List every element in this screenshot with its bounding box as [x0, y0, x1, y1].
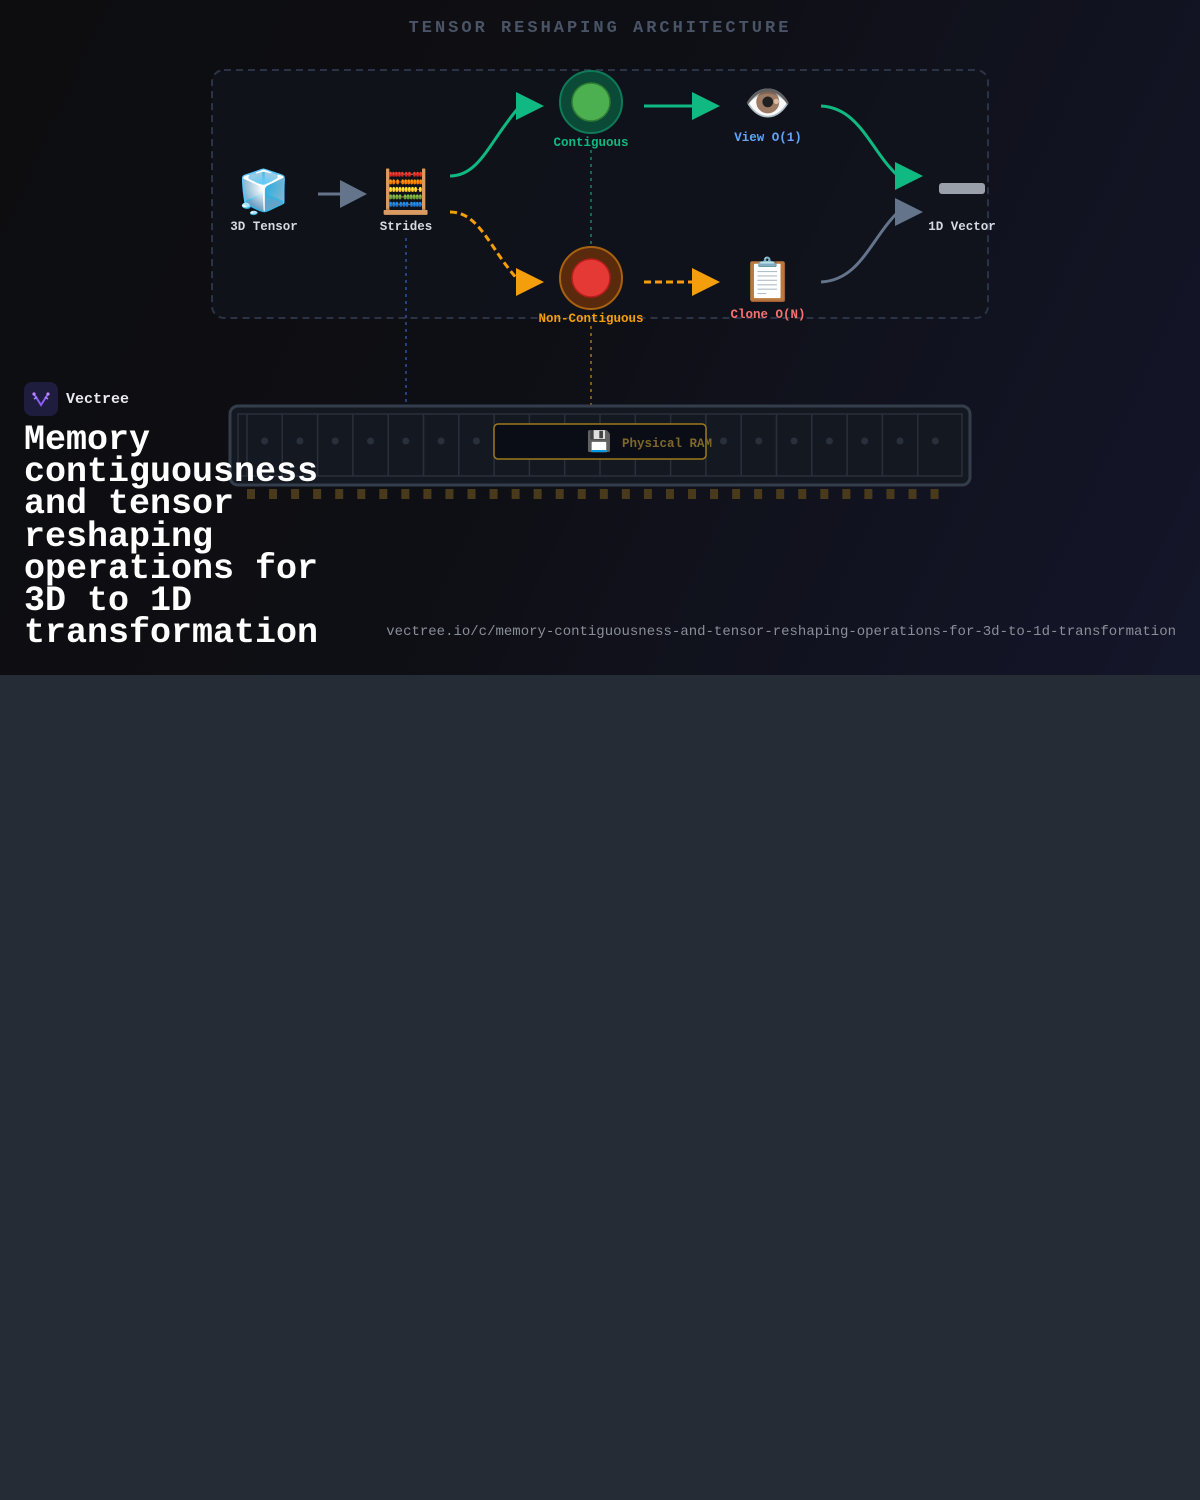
brand-name: Vectree	[66, 390, 130, 408]
clipboard-icon: 📋	[742, 255, 794, 304]
ram-cell-dot	[755, 437, 763, 445]
ram-pin	[665, 489, 674, 499]
page-title: Memory contiguousness and tensor reshapi…	[24, 420, 319, 654]
ram-cell-dot	[261, 437, 269, 445]
diagram-title: TENSOR RESHAPING ARCHITECTURE	[408, 19, 792, 38]
arrow-contiguous-view	[644, 92, 720, 120]
node-3d-tensor: 🧊 3D Tensor	[230, 167, 298, 234]
arrow-clone-vector	[820, 198, 923, 284]
ram-pin	[247, 489, 255, 499]
node-contiguous: Contiguous	[553, 70, 629, 150]
ram-pin	[511, 489, 520, 499]
ram-cell-dot	[931, 437, 939, 445]
ram-cell-dot	[331, 437, 339, 445]
ram-cell-dot	[720, 437, 727, 445]
brand[interactable]: Vectree	[24, 382, 129, 416]
ram-pin	[776, 489, 785, 499]
ram-pin	[710, 489, 719, 499]
ram-pin	[335, 489, 344, 499]
ram-label: Physical RAM	[622, 437, 712, 451]
minus-icon	[939, 183, 985, 194]
ram-pin	[555, 489, 564, 499]
ram-module: 💾 Physical RAM	[228, 404, 972, 499]
node-view: 👁️ View O(1)	[734, 81, 802, 145]
ram-pin	[688, 489, 696, 499]
arrow-view-vector	[820, 104, 923, 190]
ram-pin	[599, 489, 608, 499]
ram-pin	[291, 489, 300, 499]
ram-pin	[379, 489, 388, 499]
ram-pin	[643, 489, 652, 499]
ram-pin	[401, 489, 410, 499]
hero-card: TENSOR RESHAPING ARCHITECTURE 💾 Physical…	[0, 0, 1200, 675]
ram-pin	[886, 489, 895, 499]
ram-cell-dot	[402, 437, 410, 445]
ram-pin	[357, 489, 366, 499]
arrow-strides-contiguous	[449, 92, 544, 178]
ram-pin	[313, 489, 322, 499]
ram-pin	[621, 489, 630, 499]
ram-pin	[864, 489, 873, 499]
ram-pin	[577, 489, 586, 499]
node-contiguous-label: Contiguous	[553, 136, 628, 150]
node-view-label: View O(1)	[734, 131, 802, 145]
ram-pin	[842, 489, 851, 499]
ram-pin	[732, 489, 741, 499]
ram-pin	[467, 489, 476, 499]
node-non-contiguous: Non-Contiguous	[538, 246, 644, 326]
ram-pin	[423, 489, 432, 499]
ram-pin	[533, 489, 542, 499]
ram-cell-dot	[472, 437, 480, 445]
cube-icon: 🧊	[238, 167, 290, 217]
ram-cell-dot	[825, 437, 833, 445]
node-non-contiguous-label: Non-Contiguous	[538, 312, 643, 326]
arrow-tensor-strides	[318, 180, 367, 208]
ram-pin	[445, 489, 454, 499]
ram-cell-dot	[896, 437, 904, 445]
node-3d-tensor-label: 3D Tensor	[230, 220, 298, 234]
green-circle-icon	[571, 82, 611, 122]
abacus-icon: 🧮	[380, 167, 432, 216]
eye-icon: 👁️	[744, 81, 791, 125]
ram-pin	[908, 489, 917, 499]
node-1d-vector-label: 1D Vector	[928, 220, 996, 234]
ram-cell-dot	[861, 437, 869, 445]
ram-pin	[820, 489, 829, 499]
architecture-diagram: 💾 Physical RAM	[211, 69, 996, 499]
ram-cell-dot	[790, 437, 798, 445]
ram-pin	[754, 489, 763, 499]
node-clone-label: Clone O(N)	[730, 308, 805, 322]
node-1d-vector: 1D Vector	[928, 183, 996, 234]
ram-chip	[493, 423, 707, 460]
ram-cell-dot	[437, 437, 445, 445]
ram-pin	[930, 489, 939, 499]
ram-cell-dot	[296, 437, 304, 445]
page-url[interactable]: vectree.io/c/memory-contiguousness-and-t…	[386, 624, 1176, 640]
ram-pin	[269, 489, 278, 499]
red-circle-icon	[571, 258, 611, 298]
ram-pin	[489, 489, 498, 499]
arrow-strides-non-contiguous	[449, 210, 544, 296]
ram-pin	[798, 489, 807, 499]
node-strides-label: Strides	[380, 220, 433, 234]
vectree-logo-icon	[24, 382, 58, 416]
node-strides: 🧮 Strides	[380, 167, 433, 234]
node-clone: 📋 Clone O(N)	[730, 255, 805, 322]
ram-cell-dot	[367, 437, 374, 445]
flow-container	[211, 69, 989, 319]
arrow-non-contiguous-clone	[644, 268, 720, 296]
floppy-disk-icon: 💾	[587, 429, 612, 453]
